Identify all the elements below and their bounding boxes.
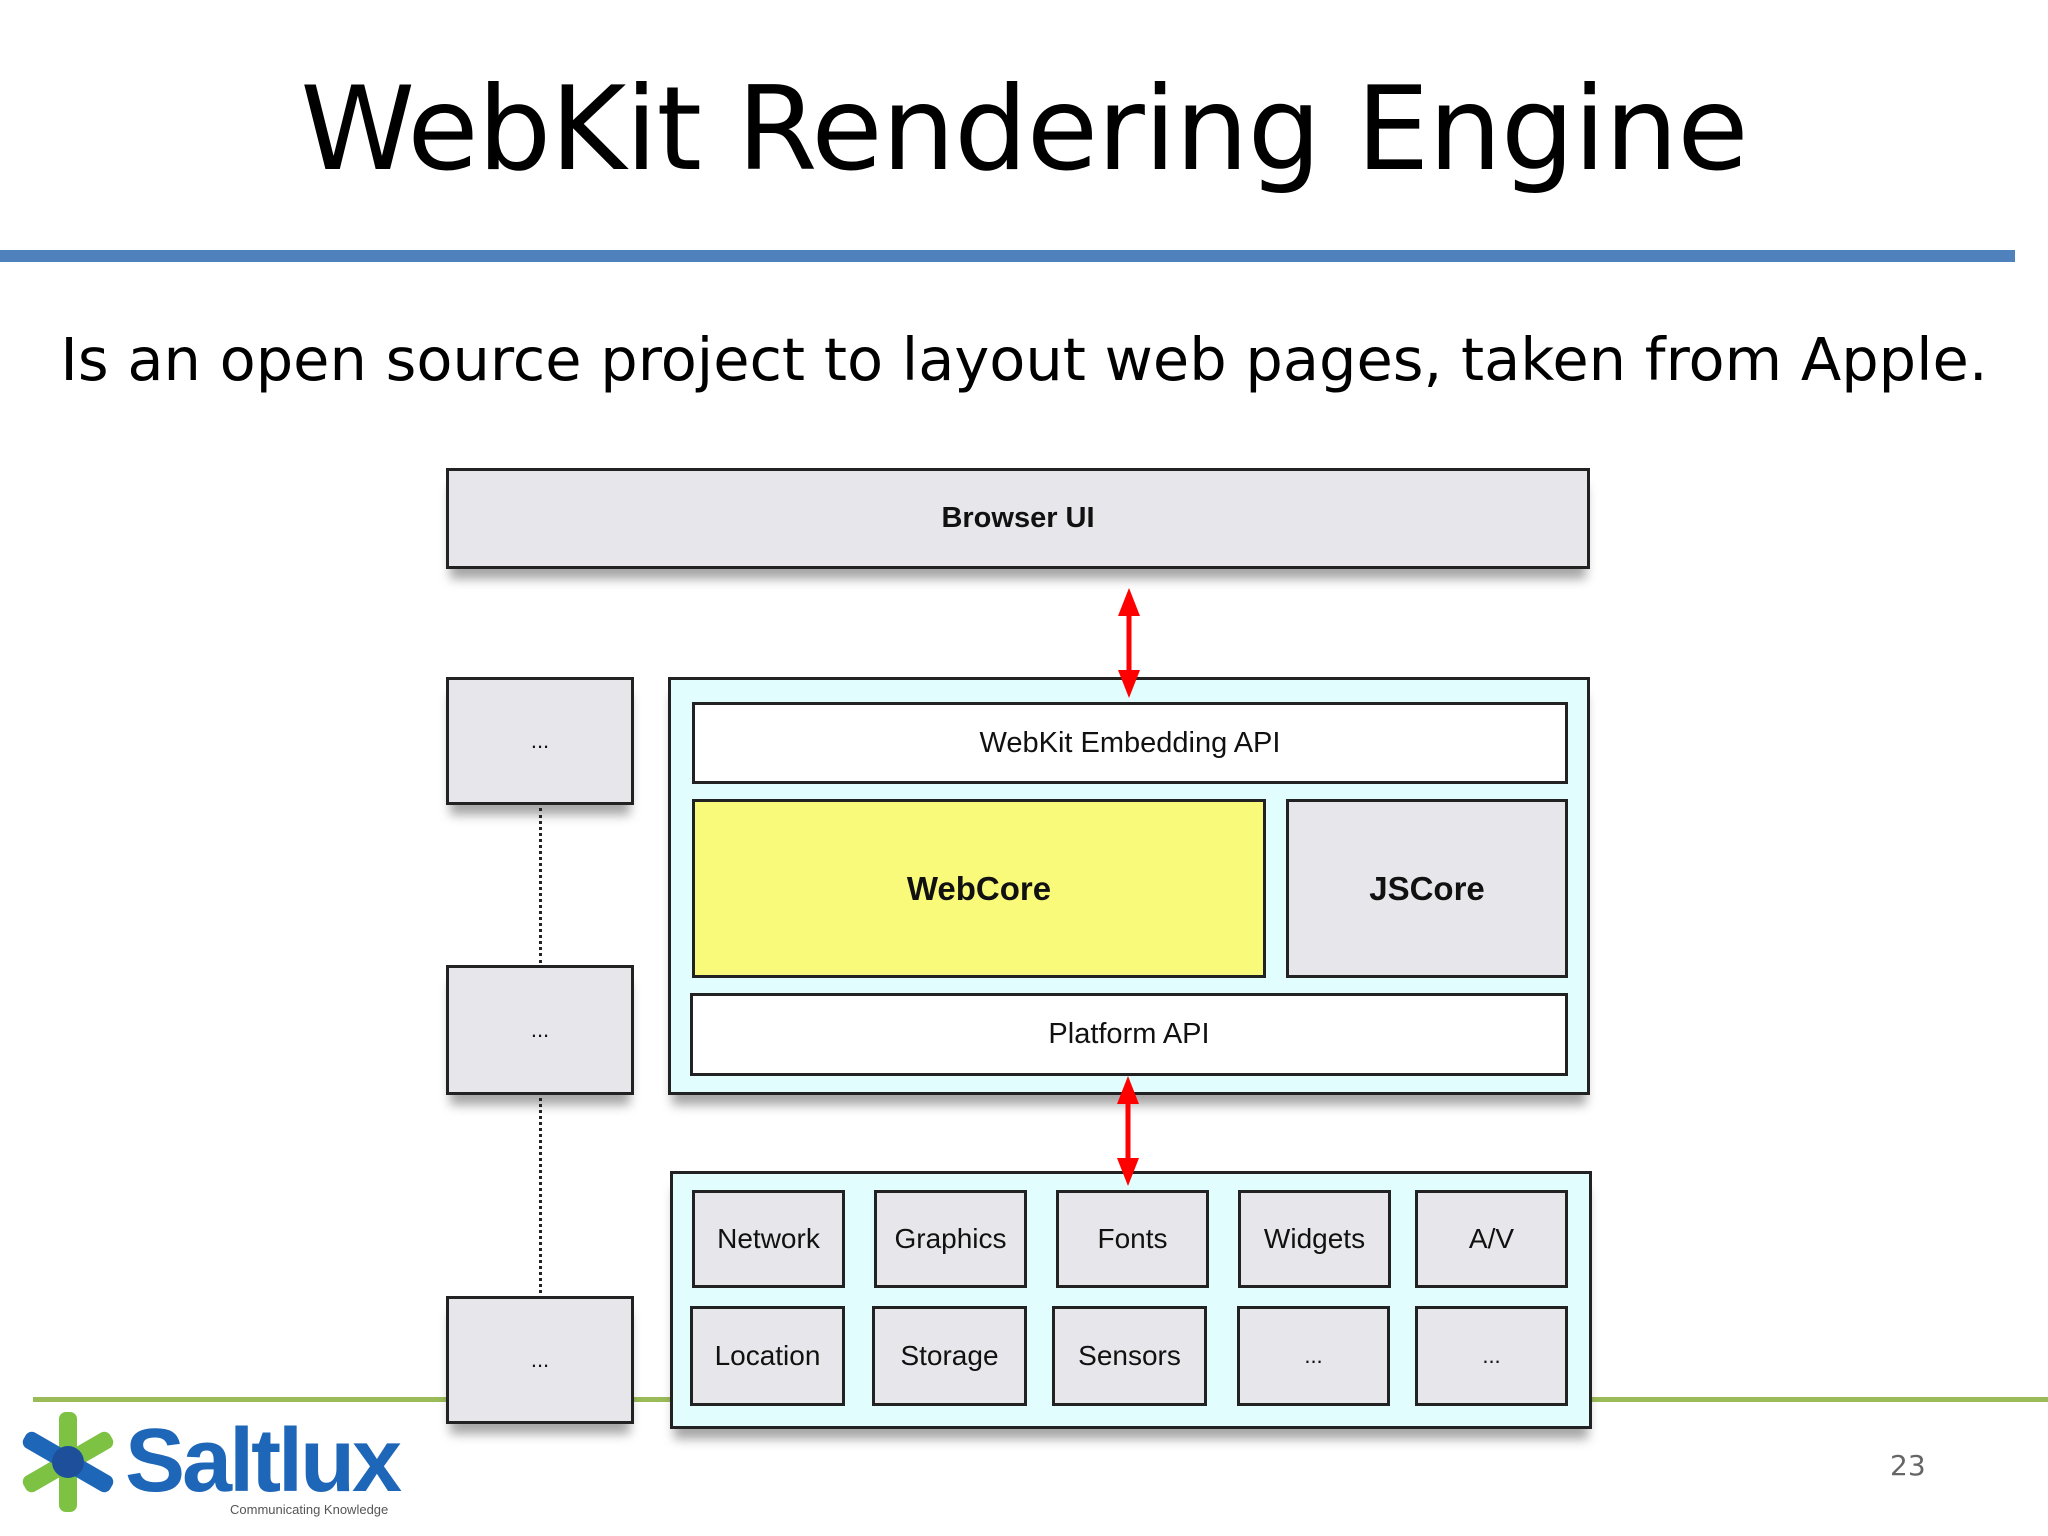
slide-subtitle: Is an open source project to layout web …: [60, 325, 1988, 394]
arrow-platform-api-to-services: [1117, 1076, 1139, 1186]
logo-name: Saltlux: [125, 1411, 402, 1511]
service-location: Location: [690, 1306, 845, 1406]
webcore-box: WebCore: [692, 799, 1266, 978]
page-number: 23: [1890, 1449, 1926, 1482]
webkit-embedding-api-box: WebKit Embedding API: [692, 702, 1568, 784]
logo-tagline: Communicating Knowledge: [230, 1502, 389, 1517]
arrow-browser-to-embedding-api: [1118, 588, 1140, 698]
side-box-bottom: ...: [446, 1296, 634, 1424]
side-dotted-connector-lower: [539, 1098, 542, 1293]
jscore-box: JSCore: [1286, 799, 1568, 978]
saltlux-logo-icon: [22, 1412, 114, 1512]
browser-ui-box: Browser UI: [446, 468, 1590, 569]
service-sensors: Sensors: [1052, 1306, 1207, 1406]
service-network: Network: [692, 1190, 845, 1288]
service-fonts: Fonts: [1056, 1190, 1209, 1288]
service-more-1: ...: [1237, 1306, 1390, 1406]
side-dotted-connector-upper: [539, 808, 542, 963]
side-box-middle: ...: [446, 965, 634, 1095]
service-widgets: Widgets: [1238, 1190, 1391, 1288]
slide-title: WebKit Rendering Engine: [300, 62, 1748, 197]
footer-rule-right: [1590, 1397, 2048, 1402]
service-av: A/V: [1415, 1190, 1568, 1288]
footer-rule-middle: [632, 1397, 672, 1402]
footer-rule-left: [33, 1397, 448, 1402]
side-box-top: ...: [446, 677, 634, 805]
service-more-2: ...: [1415, 1306, 1568, 1406]
platform-api-box: Platform API: [690, 993, 1568, 1076]
title-underline: [0, 250, 2015, 262]
service-graphics: Graphics: [874, 1190, 1027, 1288]
service-storage: Storage: [872, 1306, 1027, 1406]
